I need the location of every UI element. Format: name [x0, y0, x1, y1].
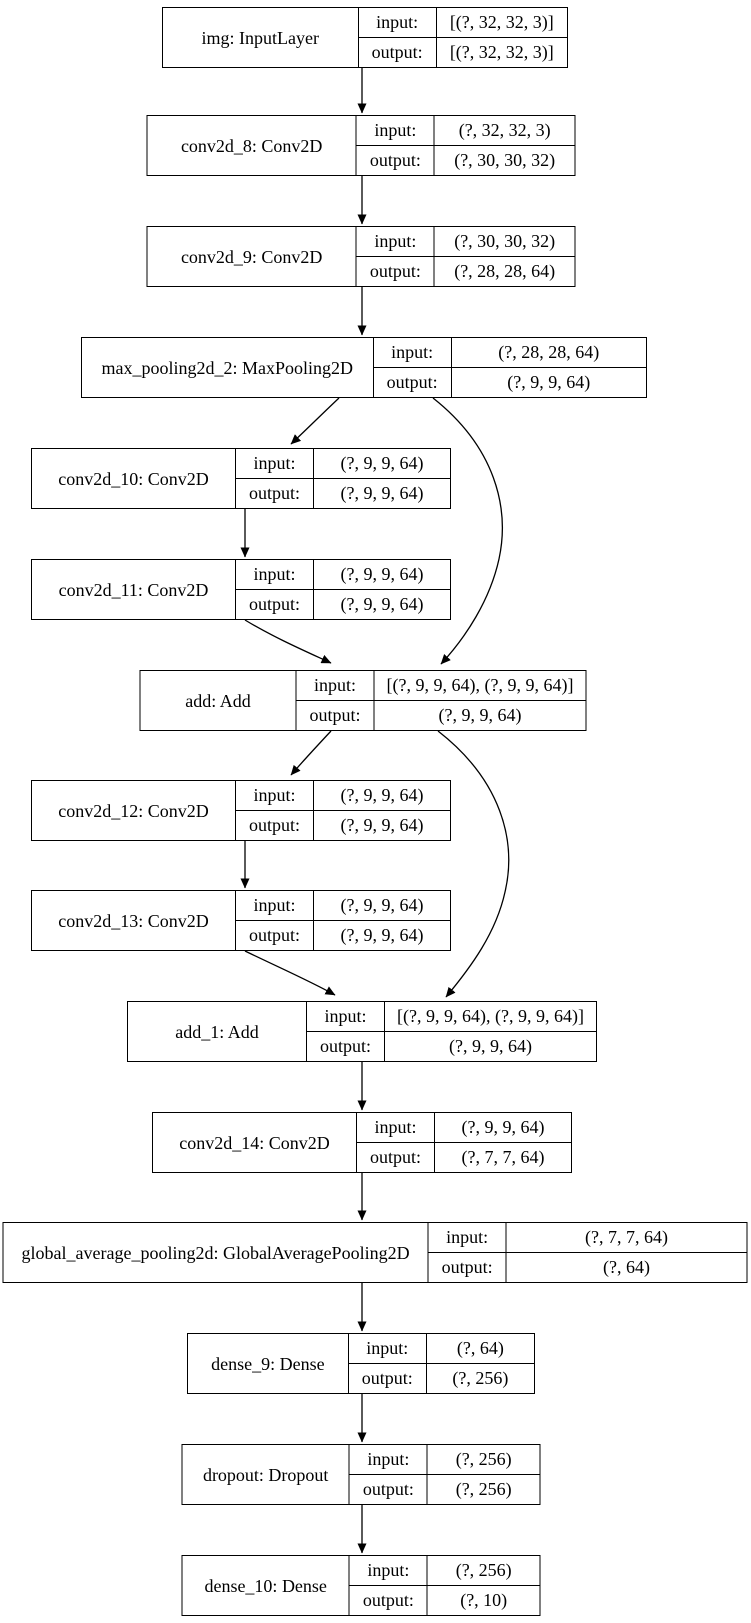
- output-key: output:: [236, 810, 314, 840]
- output-key: output:: [307, 1031, 386, 1061]
- layer-name-label: add: Add: [141, 671, 297, 730]
- layer-name-label: add_1: Add: [128, 1002, 308, 1061]
- node-add_1: add_1: Add input: [(?, 9, 9, 64), (?, 9,…: [127, 1001, 597, 1062]
- layer-name-label: conv2d_8: Conv2D: [148, 116, 357, 175]
- layer-name-label: conv2d_13: Conv2D: [32, 891, 236, 950]
- input-key: input:: [235, 560, 314, 590]
- output-shape: (?, 256): [455, 1479, 512, 1500]
- output-shape: (?, 30, 30, 32): [454, 150, 556, 171]
- input-shape: [(?, 9, 9, 64), (?, 9, 9, 64)]: [385, 1002, 596, 1032]
- output-key: output:: [357, 1142, 435, 1172]
- edge-conv2d_13-add_1: [244, 950, 336, 996]
- layer-name-label: dropout: Dropout: [183, 1445, 350, 1504]
- input-key: input:: [296, 671, 375, 701]
- edge-max_pooling2d_2-add: [432, 397, 503, 665]
- input-key: input:: [235, 891, 314, 921]
- layer-name-label: dense_10: Dense: [183, 1556, 350, 1615]
- input-key: input:: [356, 116, 435, 146]
- input-key: input:: [349, 1556, 428, 1586]
- layer-name-label: img: InputLayer: [163, 8, 359, 67]
- node-conv2d_11: conv2d_11: Conv2D input: (?, 9, 9, 64) o…: [31, 559, 451, 620]
- output-key: output:: [297, 700, 375, 730]
- node-dropout: dropout: Dropout input: (?, 256) output:…: [181, 1444, 541, 1505]
- input-shape: (?, 32, 32, 3): [434, 116, 575, 146]
- output-key: output:: [429, 1252, 507, 1282]
- layer-name-label: conv2d_10: Conv2D: [32, 449, 236, 508]
- output-shape: [(?, 32, 32, 3)]: [449, 42, 554, 63]
- edge-add-conv2d_12: [290, 730, 332, 776]
- output-key: output:: [236, 478, 314, 508]
- input-shape: (?, 9, 9, 64): [314, 449, 450, 479]
- layer-name-label: conv2d_14: Conv2D: [153, 1113, 357, 1172]
- output-shape: (?, 9, 9, 64): [507, 372, 591, 393]
- input-shape: (?, 9, 9, 64): [314, 781, 450, 811]
- node-img: img: InputLayer input: [(?, 32, 32, 3)] …: [162, 7, 568, 68]
- output-key: output:: [350, 1585, 428, 1615]
- input-shape: (?, 64): [426, 1334, 534, 1364]
- node-add: add: Add input: [(?, 9, 9, 64), (?, 9, 9…: [139, 670, 587, 731]
- output-shape: (?, 9, 9, 64): [438, 705, 522, 726]
- edge-add-add_1: [437, 730, 510, 998]
- edge-max_pooling2d_2-conv2d_10: [290, 397, 340, 445]
- input-shape: (?, 256): [427, 1556, 540, 1586]
- input-shape: (?, 7, 7, 64): [506, 1223, 747, 1253]
- output-key: output:: [349, 1363, 427, 1393]
- output-shape: (?, 9, 9, 64): [340, 815, 424, 836]
- output-key: output:: [357, 145, 435, 175]
- input-key: input:: [428, 1223, 507, 1253]
- output-key: output:: [374, 367, 452, 397]
- node-dense_10: dense_10: Dense input: (?, 256) output: …: [181, 1555, 541, 1616]
- input-key: input:: [307, 1002, 386, 1032]
- node-max_pooling2d_2: max_pooling2d_2: MaxPooling2D input: (?,…: [81, 337, 647, 398]
- output-shape: (?, 10): [460, 1590, 508, 1611]
- output-shape: (?, 9, 9, 64): [340, 483, 424, 504]
- edge-conv2d_11-add: [244, 619, 332, 664]
- node-global_average_pooling2d: global_average_pooling2d: GlobalAverageP…: [2, 1222, 748, 1283]
- output-shape: (?, 28, 28, 64): [454, 261, 556, 282]
- input-key: input:: [373, 338, 452, 368]
- output-key: output:: [350, 1474, 428, 1504]
- node-conv2d_8: conv2d_8: Conv2D input: (?, 32, 32, 3) o…: [146, 115, 576, 176]
- input-shape: (?, 30, 30, 32): [434, 227, 575, 257]
- input-shape: (?, 9, 9, 64): [435, 1113, 571, 1143]
- input-shape: (?, 28, 28, 64): [451, 338, 646, 368]
- edge-group: [240, 68, 510, 1554]
- layer-name-label: dense_9: Dense: [188, 1334, 349, 1393]
- input-key: input:: [356, 1113, 435, 1143]
- input-key: input:: [348, 1334, 427, 1364]
- input-key: input:: [349, 1445, 428, 1475]
- layer-name-label: conv2d_9: Conv2D: [148, 227, 357, 286]
- output-shape: (?, 256): [452, 1368, 509, 1389]
- output-shape: (?, 9, 9, 64): [340, 925, 424, 946]
- output-key: output:: [359, 37, 437, 67]
- input-shape: [(?, 32, 32, 3)]: [436, 8, 567, 38]
- node-dense_9: dense_9: Dense input: (?, 64) output: (?…: [187, 1333, 535, 1394]
- input-key: input:: [356, 227, 435, 257]
- node-conv2d_13: conv2d_13: Conv2D input: (?, 9, 9, 64) o…: [31, 890, 451, 951]
- input-key: input:: [235, 781, 314, 811]
- input-shape: (?, 256): [427, 1445, 540, 1475]
- output-shape: (?, 7, 7, 64): [461, 1147, 545, 1168]
- node-conv2d_10: conv2d_10: Conv2D input: (?, 9, 9, 64) o…: [31, 448, 451, 509]
- output-key: output:: [236, 920, 314, 950]
- input-shape: (?, 9, 9, 64): [314, 891, 450, 921]
- output-shape: (?, 9, 9, 64): [449, 1036, 533, 1057]
- node-conv2d_9: conv2d_9: Conv2D input: (?, 30, 30, 32) …: [146, 226, 576, 287]
- node-conv2d_14: conv2d_14: Conv2D input: (?, 9, 9, 64) o…: [152, 1112, 572, 1173]
- output-key: output:: [357, 256, 435, 286]
- output-key: output:: [236, 589, 314, 619]
- layer-name-label: max_pooling2d_2: MaxPooling2D: [82, 338, 374, 397]
- layer-name-label: conv2d_11: Conv2D: [32, 560, 236, 619]
- output-shape: (?, 9, 9, 64): [340, 594, 424, 615]
- layer-name-label: conv2d_12: Conv2D: [32, 781, 236, 840]
- node-conv2d_12: conv2d_12: Conv2D input: (?, 9, 9, 64) o…: [31, 780, 451, 841]
- input-key: input:: [358, 8, 437, 38]
- input-shape: [(?, 9, 9, 64), (?, 9, 9, 64)]: [374, 671, 586, 701]
- output-shape: (?, 64): [603, 1257, 651, 1278]
- input-key: input:: [235, 449, 314, 479]
- input-shape: (?, 9, 9, 64): [314, 560, 450, 590]
- layer-name-label: global_average_pooling2d: GlobalAverageP…: [4, 1223, 429, 1282]
